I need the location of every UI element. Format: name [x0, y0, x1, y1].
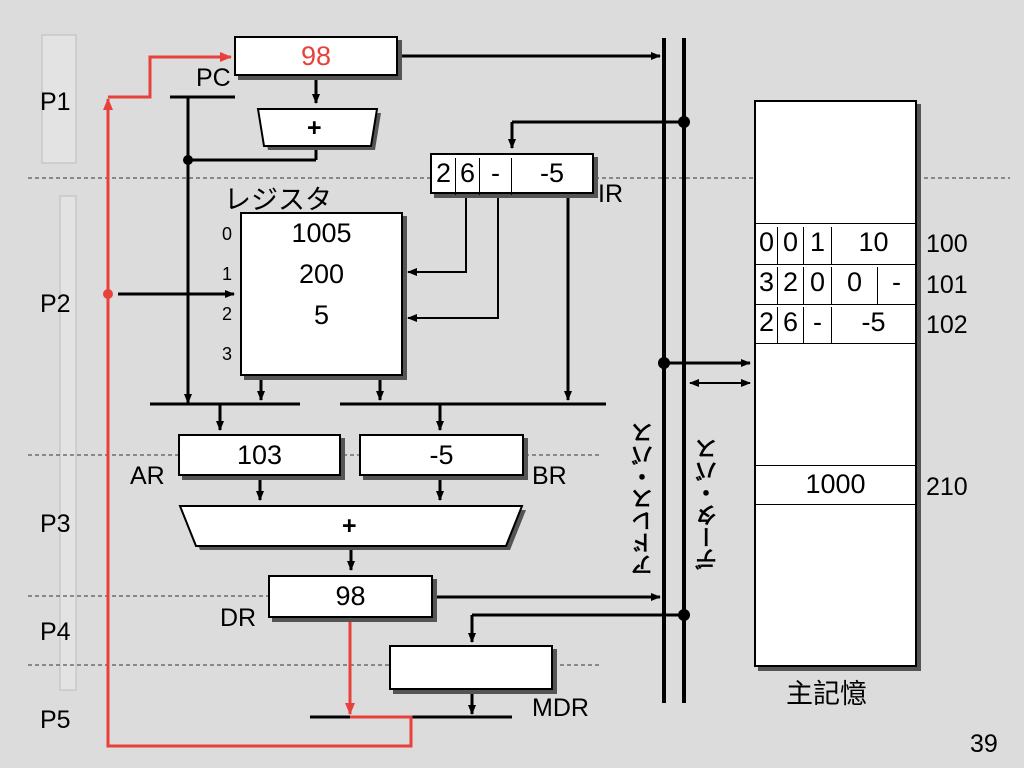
memory-field: 2 [756, 307, 778, 344]
ar-register: 103 [178, 434, 341, 476]
phase-label-p3: P3 [40, 510, 71, 538]
memory-address-102: 102 [926, 311, 968, 339]
register-index-0: 0 [222, 224, 233, 244]
memory-field: 0 [804, 267, 832, 304]
dr-to-pc-path [103, 52, 413, 748]
dr-value: 98 [335, 581, 366, 611]
mdr-register [389, 645, 553, 690]
memory-field: 10 [858, 227, 889, 257]
register-file: 1005 200 5 [240, 212, 403, 376]
phase-label-p2: P2 [40, 290, 71, 318]
mdr-label: MDR [532, 694, 589, 722]
address-bus-label: アドレス・バス [631, 422, 656, 576]
alu-symbol: + [342, 512, 357, 540]
main-memory: 0 0 1 10 3 2 0 0 - 2 6 - -5 1000 [754, 100, 917, 667]
register-value-0: 1005 [291, 218, 352, 248]
memory-field: -5 [861, 307, 886, 337]
datapath-wiring [118, 52, 751, 719]
pc-incrementer-symbol: + [307, 114, 322, 142]
memory-field: 6 [778, 307, 804, 344]
memory-field: - [804, 307, 832, 344]
br-register: -5 [359, 434, 524, 476]
memory-address-210: 210 [926, 473, 968, 501]
bus-lines [662, 38, 686, 703]
phase-label-p1: P1 [40, 88, 71, 116]
memory-field: 0 [778, 227, 804, 264]
register-file-title: レジスタ [224, 185, 332, 215]
phase-label-p4: P4 [40, 618, 71, 646]
phase-label-p5: P5 [40, 706, 71, 734]
main-memory-title: 主記憶 [786, 679, 867, 709]
ir-register: 2 6 - -5 [430, 153, 594, 195]
memory-field: 2 [778, 267, 804, 304]
register-index-1: 1 [222, 264, 233, 284]
junction-dots [183, 116, 690, 621]
ir-label: IR [598, 180, 623, 208]
memory-field: - [892, 267, 901, 297]
memory-address-100: 100 [926, 230, 968, 258]
ar-value: 103 [236, 440, 283, 470]
page-number: 39 [970, 730, 998, 758]
pc-value: 98 [300, 41, 332, 71]
register-index-3: 3 [222, 344, 233, 364]
dr-label: DR [220, 604, 257, 632]
memory-field: 0 [832, 267, 878, 304]
data-bus-label: データ・バス [695, 438, 720, 570]
ir-field: 6 [456, 158, 480, 195]
br-value: -5 [429, 440, 454, 470]
ir-field: 2 [432, 158, 456, 195]
ir-field: -5 [539, 158, 564, 188]
register-value-1: 200 [298, 259, 345, 289]
memory-field: 3 [756, 267, 778, 304]
register-index-2: 2 [222, 304, 233, 324]
register-value-2: 5 [313, 300, 330, 330]
memory-field: 1000 [805, 469, 866, 499]
dr-register: 98 [268, 575, 433, 618]
ir-to-register-wires [407, 194, 499, 322]
br-label: BR [532, 462, 567, 490]
ar-label: AR [130, 462, 165, 490]
phase-bar-bottom [59, 195, 77, 691]
pc-register: 98 [234, 36, 398, 76]
memory-field: 1 [804, 227, 832, 264]
memory-address-101: 101 [926, 271, 968, 299]
phase-bar-top [41, 34, 77, 164]
pc-register-junction [103, 289, 113, 299]
pc-label: PC [196, 64, 231, 92]
memory-field: 0 [756, 227, 778, 264]
ir-field: - [480, 158, 512, 195]
